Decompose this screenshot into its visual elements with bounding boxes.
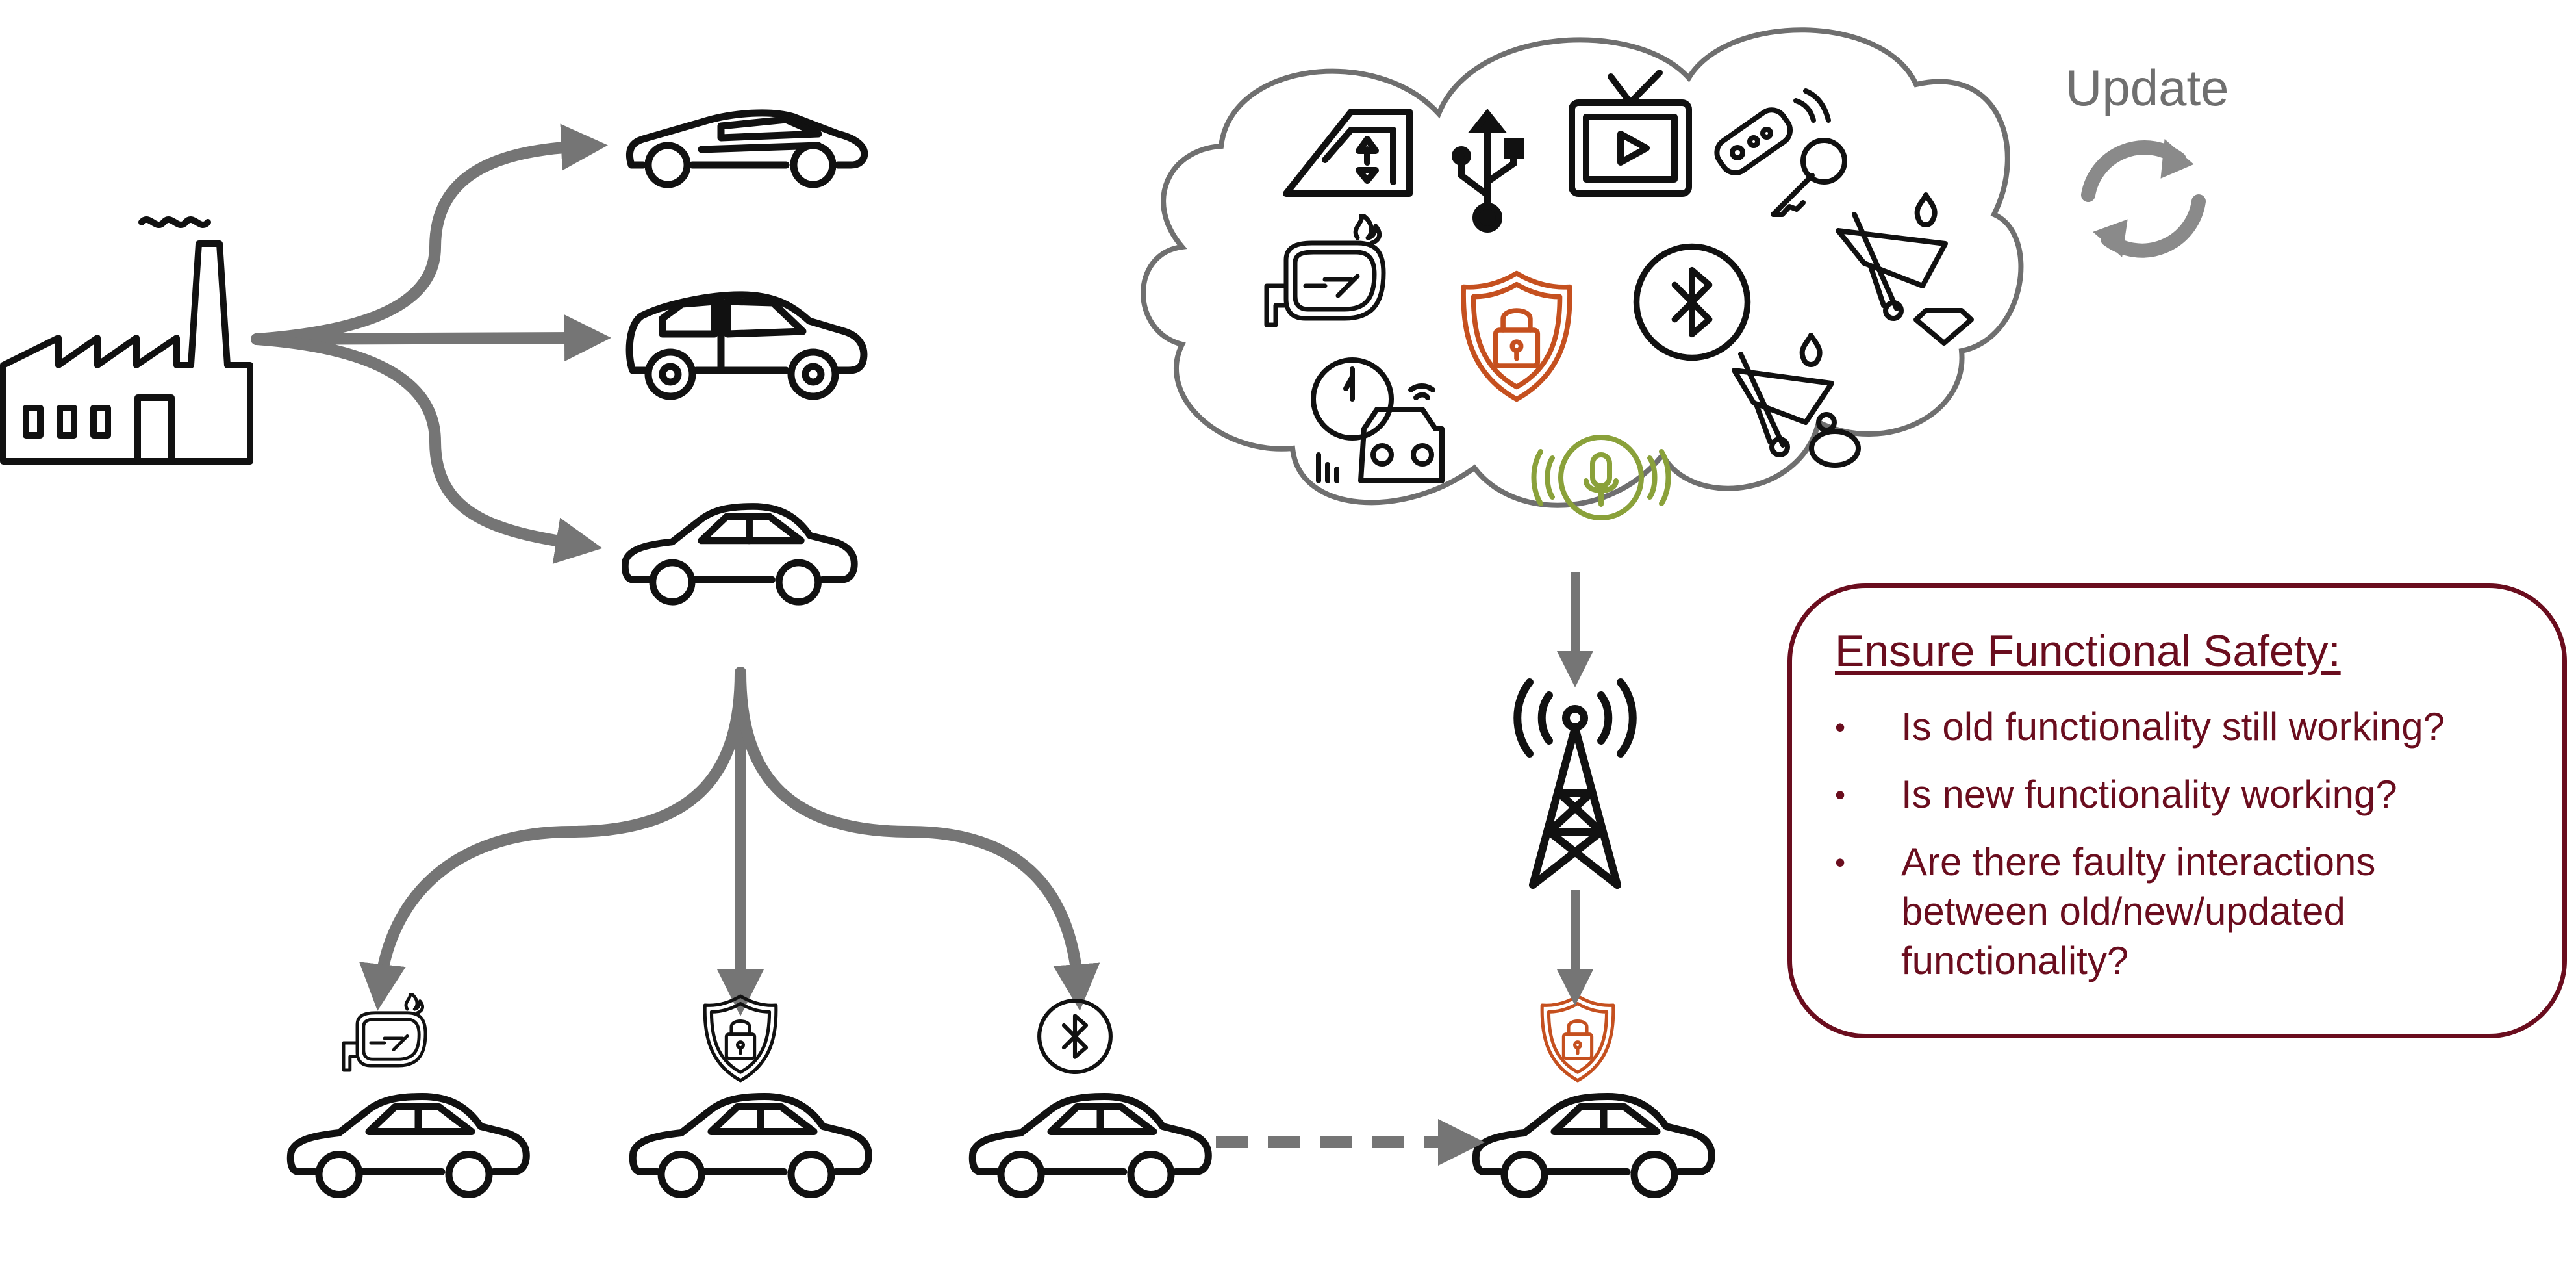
safety-item-old: Is old functionality still working? bbox=[1835, 702, 2523, 752]
car-variant-bluetooth bbox=[972, 1097, 1208, 1195]
car-updated bbox=[1476, 1097, 1711, 1195]
sports-car-icon bbox=[629, 113, 864, 185]
sedan-icon bbox=[625, 506, 854, 602]
safety-item-interactions: Are there faulty interactions between ol… bbox=[1835, 838, 2523, 986]
rain-wiper-budget-icon bbox=[1732, 333, 1861, 468]
cell-tower-icon bbox=[1513, 678, 1637, 889]
heated-mirror-icon bbox=[344, 993, 425, 1070]
safety-item-new: Is new functionality working? bbox=[1835, 770, 2523, 819]
voice-assistant-icon bbox=[1531, 435, 1671, 520]
speed-connected-car-icon bbox=[1311, 357, 1445, 483]
car-variant-mirror bbox=[290, 1097, 526, 1195]
variant-arrows bbox=[359, 667, 1100, 1016]
window-lift-icon bbox=[1283, 109, 1413, 197]
tv-icon bbox=[1569, 70, 1692, 197]
usb-icon bbox=[1452, 108, 1524, 233]
bluetooth-icon bbox=[1039, 1001, 1111, 1072]
remote-key-icon bbox=[1714, 88, 1847, 217]
updated-security-shield-icon bbox=[1542, 996, 1613, 1081]
rain-wiper-premium-icon bbox=[1836, 192, 1974, 346]
update-label: Update bbox=[2065, 59, 2229, 116]
factory-distribution-arrows bbox=[251, 123, 611, 564]
car-variant-security bbox=[633, 1097, 868, 1195]
functional-safety-box: Ensure Functional Safety: Is old functio… bbox=[1787, 583, 2567, 1038]
factory-icon bbox=[0, 216, 253, 465]
safety-title: Ensure Functional Safety: bbox=[1835, 626, 2341, 676]
suv-icon bbox=[629, 295, 864, 396]
refresh-icon bbox=[2081, 138, 2206, 258]
security-shield-icon bbox=[705, 996, 776, 1081]
safety-checklist: Is old functionality still working? Is n… bbox=[1835, 702, 2523, 986]
